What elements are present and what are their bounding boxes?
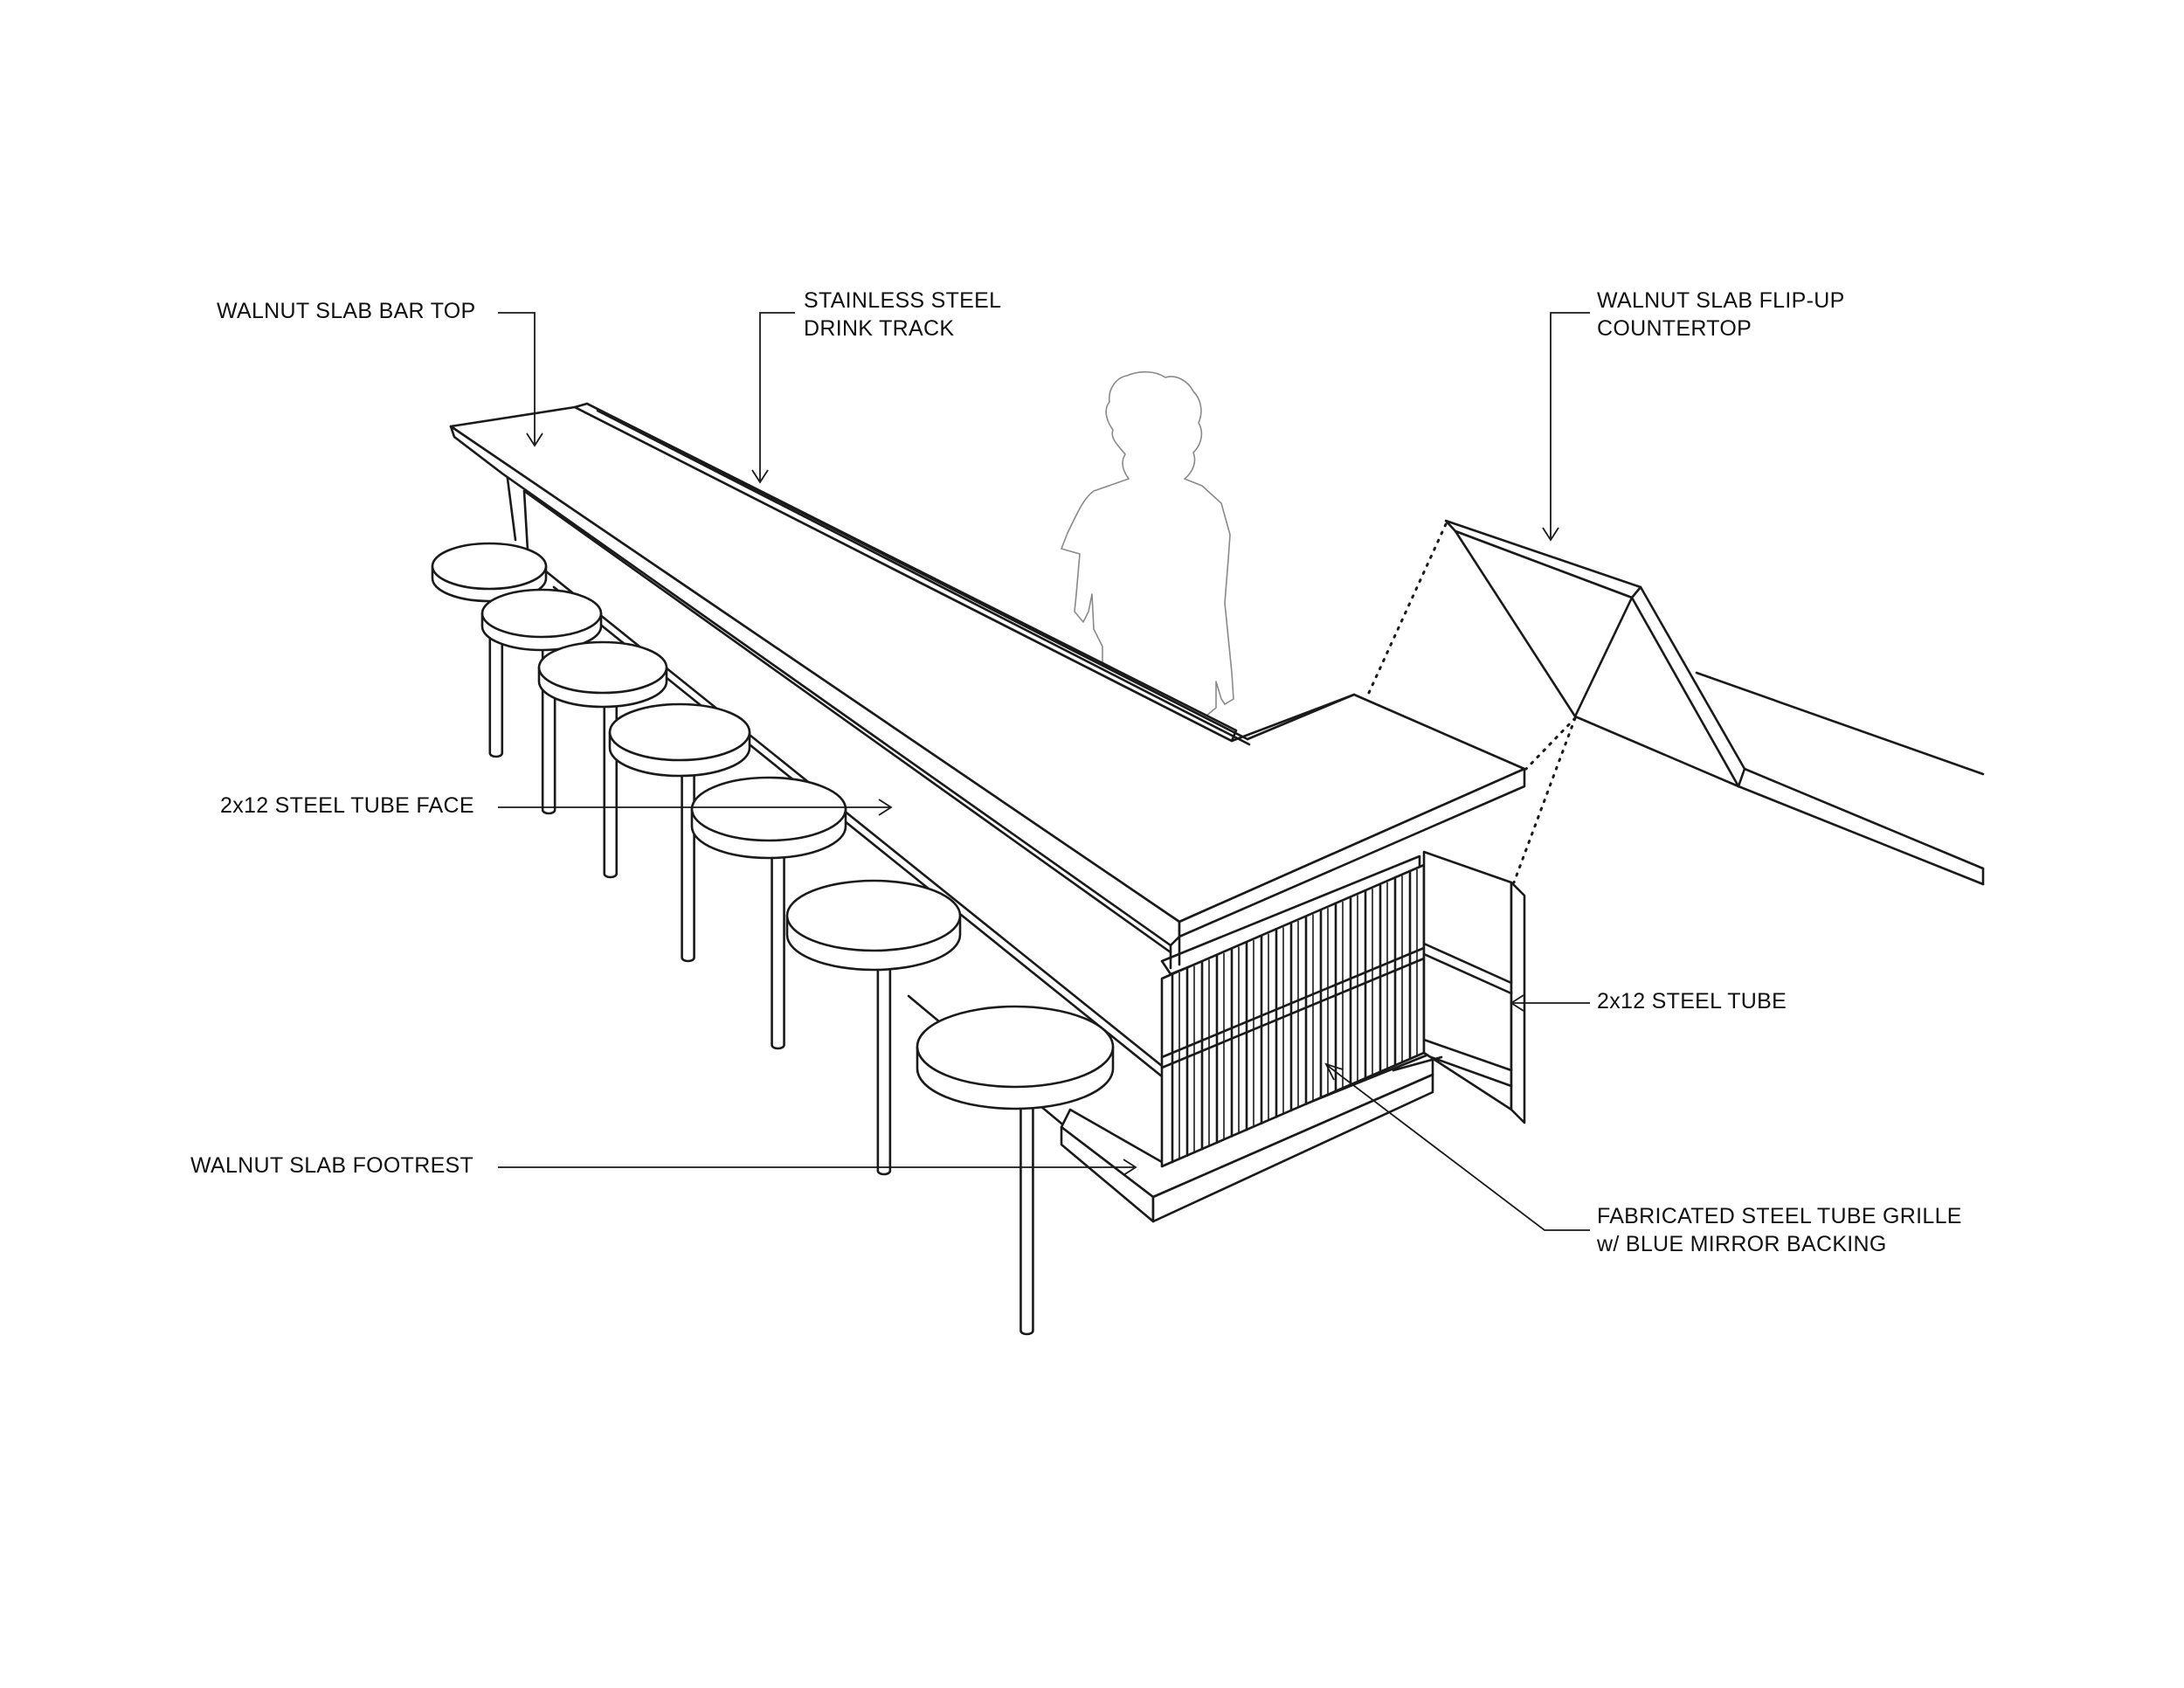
stool-leg xyxy=(681,746,695,963)
bar-stool xyxy=(785,879,962,1176)
stool-leg xyxy=(603,680,619,879)
bar-stool xyxy=(608,702,751,963)
stool-leg xyxy=(771,825,785,1050)
label-steel-tube: 2x12 STEEL TUBE xyxy=(1597,987,1787,1015)
bar-stool xyxy=(690,776,847,1050)
stool-seat-top xyxy=(431,542,548,591)
label-grille-line1: FABRICATED STEEL TUBE GRILLE xyxy=(1597,1204,1962,1228)
stool-seat-top xyxy=(480,588,603,639)
flip-up-swing-lines xyxy=(1366,522,1577,884)
bar-stools xyxy=(431,542,1115,1336)
label-drink-track-line1: STAINLESS STEEL xyxy=(804,288,1002,313)
label-footrest: WALNUT SLAB FOOTREST xyxy=(190,1152,473,1180)
label-flip-up-countertop: WALNUT SLAB FLIP-UP COUNTERTOP xyxy=(1597,287,1845,342)
label-flip-up-line2: COUNTERTOP xyxy=(1597,316,1752,341)
label-footrest-text: WALNUT SLAB FOOTREST xyxy=(190,1153,474,1178)
label-tube-face-text: 2x12 STEEL TUBE FACE xyxy=(220,793,474,818)
stool-seat-top xyxy=(690,776,847,842)
label-grille: FABRICATED STEEL TUBE GRILLE w/ BLUE MIR… xyxy=(1597,1202,1962,1258)
stool-seat-top xyxy=(785,879,962,952)
flip-up-countertop xyxy=(1444,519,1985,886)
drink-track xyxy=(573,402,1356,746)
label-bar-top: WALNUT SLAB BAR TOP xyxy=(217,297,476,325)
leader-lines xyxy=(498,312,1590,1231)
stool-leg xyxy=(876,933,892,1176)
bar-stool xyxy=(537,640,668,879)
label-drink-track: STAINLESS STEEL DRINK TRACK xyxy=(804,287,1001,342)
label-tube-face: 2x12 STEEL TUBE FACE xyxy=(220,792,474,820)
bar-stool xyxy=(916,1005,1115,1336)
label-drink-track-line2: DRINK TRACK xyxy=(804,316,955,341)
label-grille-line2: w/ BLUE MIRROR BACKING xyxy=(1597,1232,1887,1256)
label-steel-tube-text: 2x12 STEEL TUBE xyxy=(1597,989,1787,1013)
grille-bars xyxy=(1171,869,1418,1164)
stool-leg xyxy=(1019,1067,1034,1336)
label-flip-up-line1: WALNUT SLAB FLIP-UP xyxy=(1597,288,1845,313)
stool-seat-top xyxy=(916,1005,1115,1089)
grille-cabinet xyxy=(1160,850,1526,1168)
stool-seat-top xyxy=(537,640,668,695)
label-bar-top-text: WALNUT SLAB BAR TOP xyxy=(217,299,476,323)
stool-seat-top xyxy=(608,702,751,762)
